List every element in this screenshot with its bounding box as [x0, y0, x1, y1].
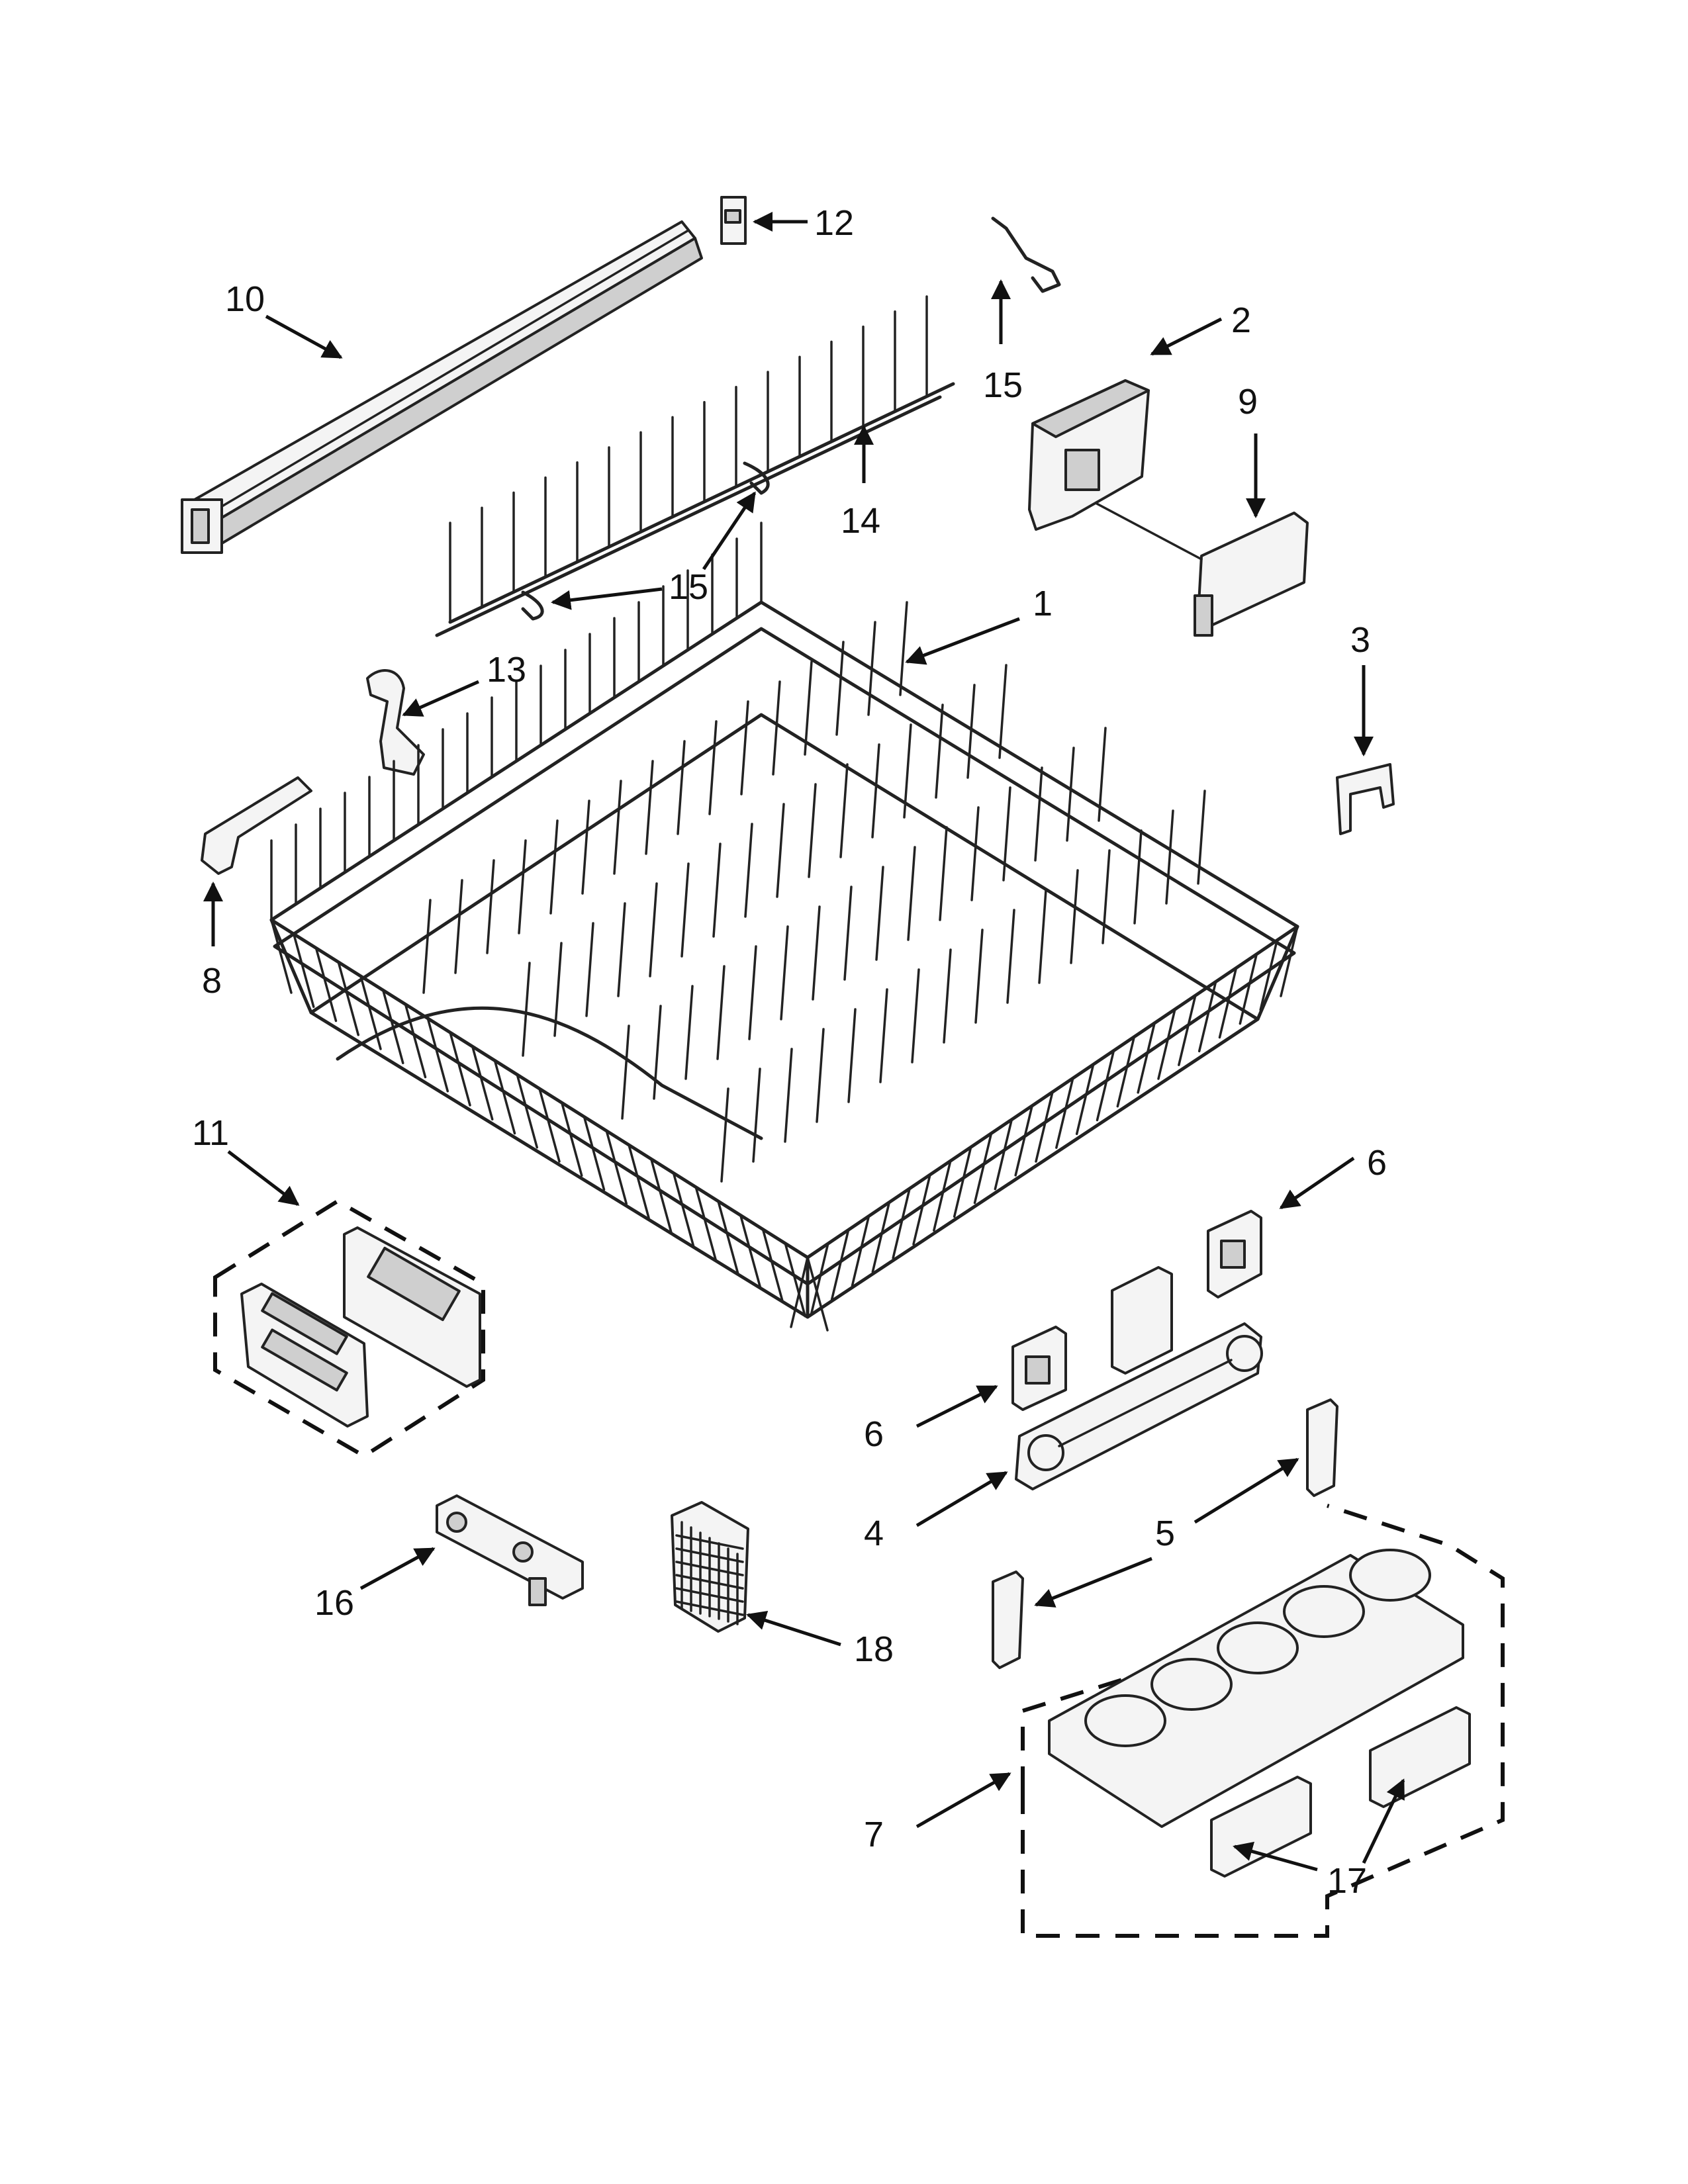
adjuster-rail: [1015, 1266, 1263, 1490]
part-7-group: [1021, 1504, 1505, 1938]
callout-7: 7: [864, 1815, 884, 1854]
callout-11: 11: [192, 1113, 229, 1153]
tine-row: [435, 295, 955, 637]
callout-10: 10: [225, 279, 265, 319]
rack-stop-8: [201, 776, 312, 875]
callout-8: 8: [202, 961, 222, 1001]
callout-14: 14: [841, 501, 880, 541]
guide-5-right: [1306, 1398, 1338, 1497]
callout-6-left: 6: [864, 1414, 884, 1454]
clip-15-left: [521, 590, 544, 621]
rack-stop-13: [366, 669, 425, 776]
clip-15-top: [991, 216, 1061, 293]
silverware-basket: [671, 1501, 749, 1633]
callout-6-right: 6: [1367, 1143, 1387, 1183]
callout-15-top: 15: [983, 365, 1023, 405]
callout-13: 13: [487, 650, 526, 690]
callout-18: 18: [854, 1629, 894, 1669]
clip-3: [1336, 763, 1395, 835]
rack-rail: [181, 220, 703, 554]
rack-adjuster-bracket: [1028, 379, 1150, 531]
leader-arrows: [203, 212, 1405, 1872]
clip-6-right: [1207, 1210, 1262, 1298]
callout-5: 5: [1155, 1514, 1175, 1553]
clip-12: [720, 196, 747, 245]
callout-17: 17: [1327, 1861, 1367, 1901]
callout-labels: 1 2 3 4 5 6 6 7 8 9 10 11 12 13 14 15 15…: [192, 203, 1387, 1901]
part-11-group: [213, 1199, 485, 1459]
dish-rack: [269, 522, 1299, 1332]
guide-5-left: [992, 1570, 1024, 1669]
part-16: [436, 1494, 584, 1606]
callout-3: 3: [1350, 620, 1370, 660]
callout-1: 1: [1033, 584, 1053, 623]
clip-6-left: [1011, 1326, 1067, 1411]
clip-15-center: [743, 461, 770, 495]
callout-15-mid: 15: [669, 567, 708, 607]
callout-2: 2: [1231, 300, 1251, 340]
callout-9: 9: [1238, 382, 1258, 422]
adjuster-cover: [1194, 512, 1309, 637]
callout-4: 4: [864, 1514, 884, 1553]
callout-12: 12: [814, 203, 854, 243]
callout-16: 16: [314, 1583, 354, 1623]
